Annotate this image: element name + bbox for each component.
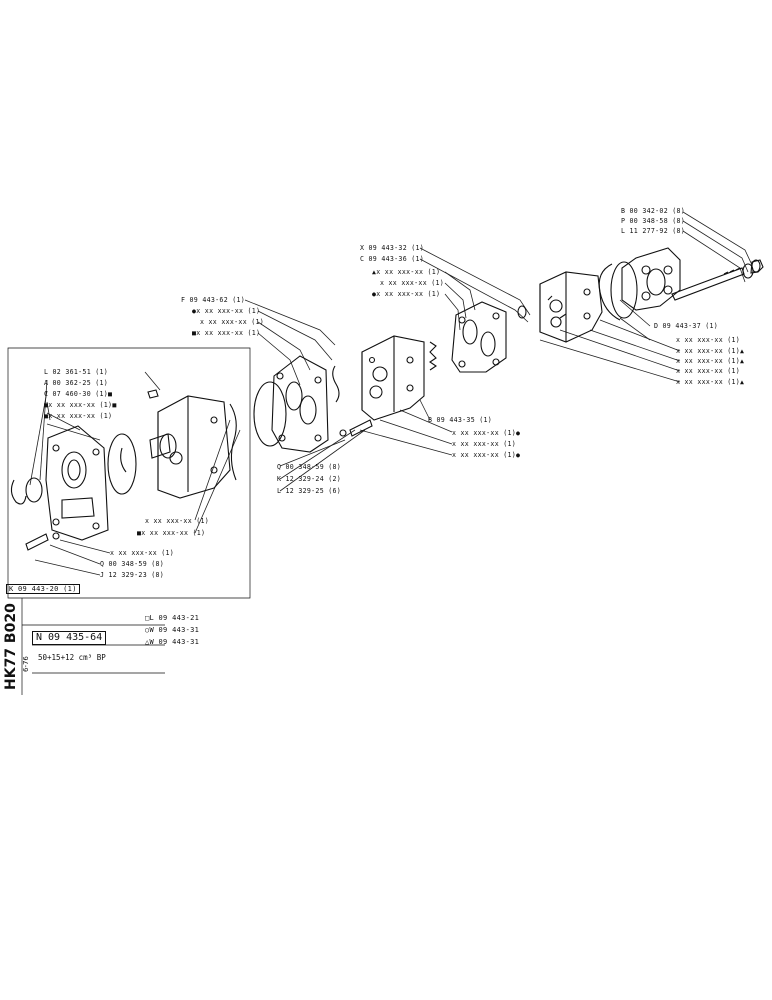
label-p-00348-58: P 00 348-58 (8) (621, 217, 686, 225)
label-l-02361-51: L 02 361-51 (1) (44, 368, 109, 376)
o-ring-right (610, 261, 638, 319)
tie-bolt (671, 259, 764, 301)
label-l-11277-92: L 11 277-92 (8) (621, 227, 686, 235)
variant-symbol: □ (145, 614, 150, 622)
flange-cover (45, 425, 109, 541)
label-dot-xx-3: ●x xx xxx-xx (1) (372, 290, 441, 298)
label-m-plain-1: x xx xxx-xx (1) (145, 517, 210, 525)
circlip (10, 479, 27, 505)
label-c-07460-30: C 07 460-30 (1)■ (44, 390, 113, 398)
label-r-plain-1: x xx xxx-xx (1) (676, 336, 741, 344)
label-b-09443-35: B 09 443-35 (1) (428, 416, 493, 424)
label-b-00342-02: B 00 342-02 (8) (621, 207, 686, 215)
end-cover-right (621, 247, 681, 311)
o-ring-front (253, 381, 287, 447)
drawing-date: 6-76 (22, 656, 30, 672)
screw-inset (25, 532, 60, 551)
label-r-tri-2: x xx xxx-xx (1)▲ (676, 347, 745, 355)
title-rule (21, 598, 165, 695)
label-k-09443-20: K 09 443-20 (1) (6, 584, 80, 594)
label-b-dot-3: x xx xxx-xx (1)● (452, 451, 521, 459)
label-sq-xx-8: ■x xx xxx-xx (1) (44, 412, 113, 420)
label-q-00348-59-b: Q 00 348-59 (8) (100, 560, 165, 568)
rear-pump-body (539, 271, 603, 343)
label-sq-xx-7: ■x xx xxx-xx (1)■ (44, 401, 117, 409)
label-r-tri-3: x xx xxx-xx (1)▲ (676, 357, 745, 365)
variant-symbol: ○ (145, 626, 150, 634)
variant-row: △W 09 443-31 (145, 638, 199, 646)
key (147, 389, 159, 399)
label-lo-plain-1: x xx xxx-xx (1) (110, 549, 175, 557)
seal-middle (429, 341, 437, 371)
variant-symbol: △ (145, 638, 150, 646)
variant-code: L 09 443-21 (149, 614, 200, 622)
label-plain-xx-2: x xx xxx-xx (1) (380, 279, 445, 287)
leader-lines (29, 211, 753, 576)
front-pump-body (149, 395, 231, 499)
middle-plate (451, 301, 507, 373)
label-k-12329-24: K 12 329-24 (2) (277, 475, 342, 483)
variant-row: □L 09 443-21 (145, 614, 199, 622)
part-number: N 09 435-64 (32, 631, 107, 645)
seal-inset-2 (120, 447, 127, 473)
label-tri-xx-1: ▲x xx xxx-xx (1) (372, 268, 441, 276)
seal-inset (229, 403, 237, 481)
label-m-sq-2: ■x xx xxx-xx (1) (137, 529, 206, 537)
drawing-code: HK77 B020 (3, 603, 19, 690)
label-dot-xx-4: ●x xx xxx-xx (1) (192, 307, 261, 315)
variant-row: ○W 09 443-31 (145, 626, 199, 634)
label-j-12329-23: J 12 329-23 (8) (100, 571, 165, 579)
label-f-09443-62: F 09 443-62 (1) (181, 296, 246, 304)
label-b-plain-2: x xx xxx-xx (1) (452, 440, 517, 448)
label-q-00348-59-a: Q 00 348-59 (8) (277, 463, 342, 471)
label-x-09443-32: X 09 443-32 (1) (360, 244, 425, 252)
variant-code: W 09 443-31 (149, 638, 200, 646)
spec-line: 50+15+12 cm³ BP (38, 653, 106, 662)
variant-code: W 09 443-31 (149, 626, 200, 634)
seal-center (332, 365, 340, 403)
middle-pump-body (361, 335, 425, 421)
label-plain-xx-5: x xx xxx-xx (1) (200, 318, 265, 326)
o-ring-inset (107, 433, 137, 495)
label-r-plain-4: x xx xxx-xx (1) (676, 367, 741, 375)
label-b-dot-1: x xx xxx-xx (1)● (452, 429, 521, 437)
label-l-12329-25: L 12 329-25 (6) (277, 487, 342, 495)
bolt-center (339, 419, 373, 437)
label-sq-xx-6: ■x xx xxx-xx (1) (192, 329, 261, 337)
label-r-tri-5: x xx xxx-xx (1)▲ (676, 378, 745, 386)
label-a-00362-25: A 00 362-25 (1) (44, 379, 109, 387)
inset-boundary (7, 347, 251, 599)
coupling (517, 305, 527, 319)
label-c-09443-36: C 09 443-36 (1) (360, 255, 425, 263)
label-d-09443-37: D 09 443-37 (1) (654, 322, 719, 330)
seal-ring (25, 477, 43, 503)
